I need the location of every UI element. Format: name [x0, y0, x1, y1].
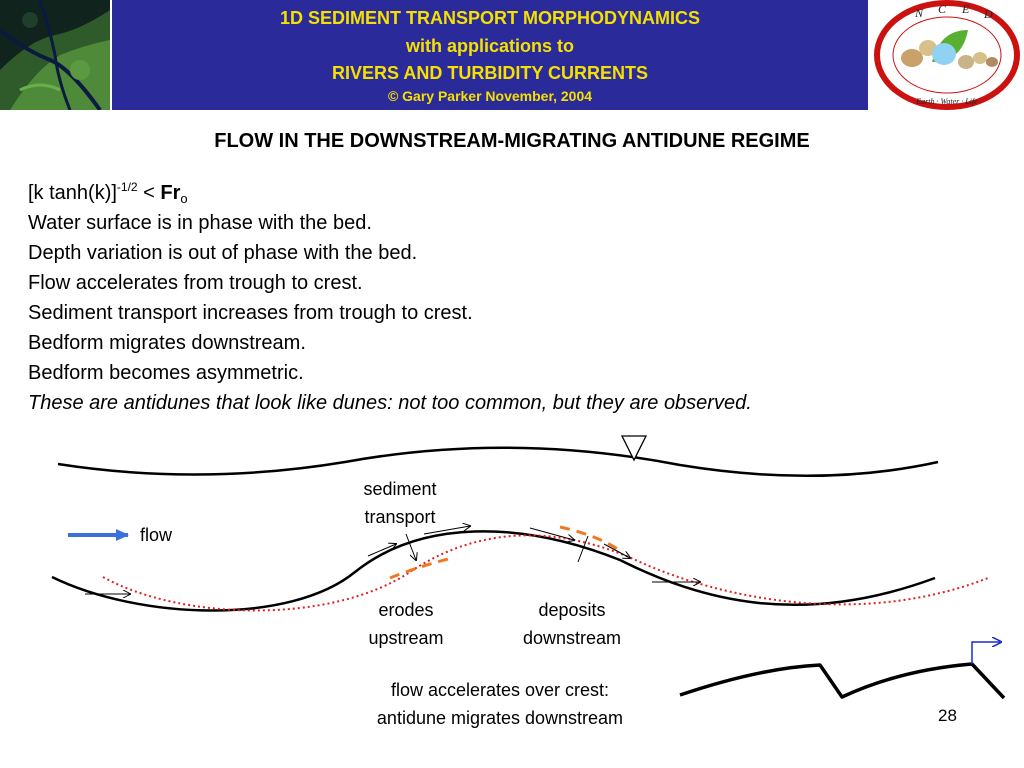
course-title-box: 1D SEDIMENT TRANSPORT MORPHODYNAMICS wit… [112, 0, 868, 110]
logo-letter-c: C [938, 2, 947, 16]
deposition-marker [559, 525, 623, 554]
logo-letter-e: E [961, 2, 970, 16]
body-line: Sediment transport increases from trough… [28, 302, 473, 324]
deposits-label-line2: downstream [522, 628, 622, 648]
velocity-arrow [367, 544, 396, 557]
sediment-transport-label: sediment transport [350, 475, 450, 531]
body-line: Bedform migrates downstream. [28, 332, 306, 354]
italic-note: These are antidunes that look like dunes… [28, 392, 752, 414]
diagram-caption: flow accelerates over crest: antidune mi… [330, 676, 670, 732]
caption-line1: flow accelerates over crest: [390, 680, 610, 700]
logo-letter-n: N [914, 6, 924, 20]
page-number: 28 [938, 706, 957, 725]
bed-profile-line [51, 530, 936, 612]
course-title-line1: 1D SEDIMENT TRANSPORT MORPHODYNAMICS [279, 8, 701, 28]
body-line: Flow accelerates from trough to crest. [28, 272, 363, 294]
logo-letter-d: D [983, 7, 993, 21]
migration-arrow [971, 642, 1000, 664]
condition-exponent: -1/2 [116, 180, 138, 194]
condition-relation: < [137, 182, 161, 204]
water-surface-line [57, 446, 939, 478]
slide-body: [k tanh(k)]-1/2 < Fro Water surface is i… [28, 178, 752, 418]
froude-subscript: o [180, 191, 188, 206]
deposits-downstream-label: deposits downstream [506, 596, 638, 652]
erodes-upstream-label: erodes upstream [350, 596, 462, 652]
inverted-triangle-icon [620, 435, 648, 462]
erosion-marker [389, 556, 453, 580]
flow-label: flow [140, 525, 173, 545]
copyright-notice: © Gary Parker November, 2004 [387, 88, 593, 104]
body-line: Depth variation is out of phase with the… [28, 242, 418, 264]
erodes-label-line2: upstream [368, 628, 444, 648]
sediment-transport-label-line2: transport [364, 507, 436, 527]
froude-symbol: Fr [160, 182, 181, 204]
asymmetric-bedform-sketch [679, 662, 1006, 700]
condition-lhs: [k tanh(k)] [28, 182, 117, 204]
header-band: 1D SEDIMENT TRANSPORT MORPHODYNAMICS wit… [0, 0, 1024, 110]
satellite-delta-photo-icon [0, 0, 110, 110]
leader-line [577, 535, 589, 563]
deposits-label-line1: deposits [538, 600, 606, 620]
course-title-line2: with applications to [405, 36, 574, 56]
sediment-transport-label-line1: sediment [363, 479, 437, 499]
velocity-arrow [529, 527, 574, 540]
body-line: Bedform becomes asymmetric. [28, 362, 304, 384]
froude-condition: [k tanh(k)]-1/2 < Fro [28, 178, 752, 208]
caption-line2: antidune migrates downstream [376, 708, 624, 728]
velocity-arrow [603, 543, 630, 558]
logo-bottom-text: Earth · Water · Life [915, 97, 978, 106]
future-bed-line [102, 534, 989, 612]
body-line: Water surface is in phase with the bed. [28, 212, 372, 234]
slide-title: FLOW IN THE DOWNSTREAM-MIGRATING ANTIDUN… [214, 130, 810, 152]
course-title-line3: RIVERS AND TURBIDITY CURRENTS [331, 63, 649, 83]
leader-line [405, 533, 416, 560]
velocity-arrow [423, 526, 470, 535]
nced-logo-icon: N C E D Earth · Water · Life [870, 0, 1024, 110]
erodes-label-line1: erodes [378, 600, 434, 620]
